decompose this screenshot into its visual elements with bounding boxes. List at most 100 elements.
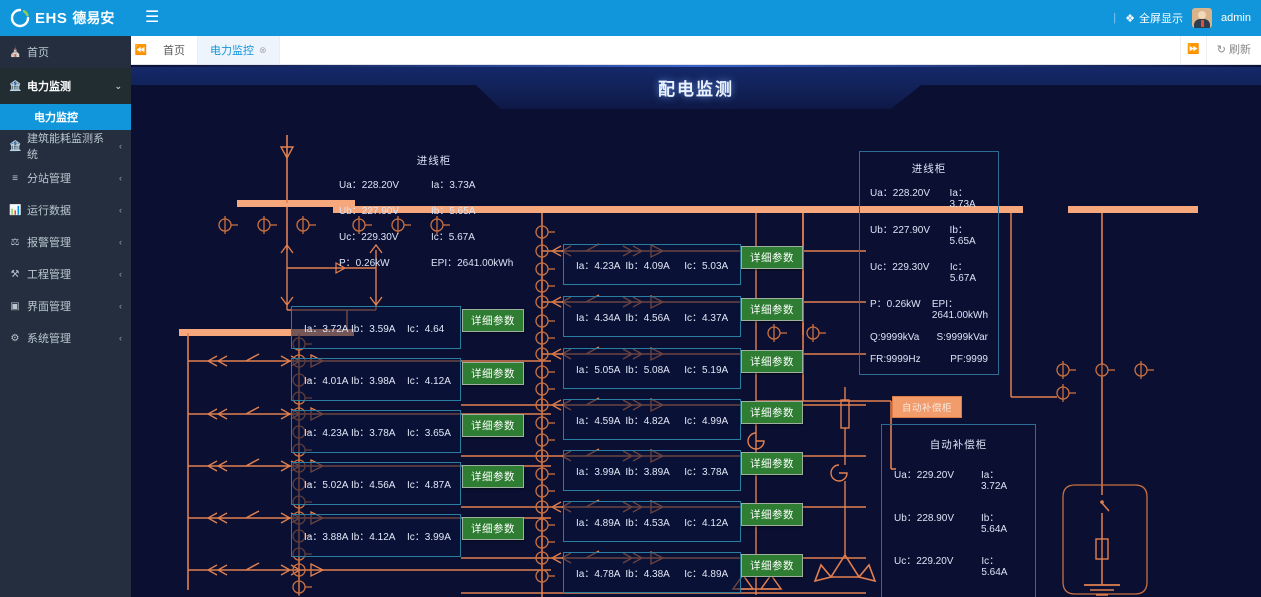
current-ic: Ic：4.12A: [406, 376, 451, 387]
current-ib: Ib：3.98A: [350, 376, 396, 387]
feeder-box-left-3: Ia：4.23A Ib：3.78A Ic：3.65A: [291, 410, 461, 453]
panel-cell: P：0.26kW: [339, 258, 390, 269]
current-ib: Ib：4.53A: [625, 518, 670, 529]
tab-label: 电力监控: [210, 45, 254, 57]
detail-button-mid-3[interactable]: 详细参数: [741, 350, 803, 373]
panel-cell: Q:9999kVa: [870, 332, 920, 343]
banner-topline: [131, 65, 1261, 67]
refresh-icon: ↻: [1216, 44, 1226, 56]
panel-cell: Ib：5.65A: [949, 225, 976, 247]
current-ia: Ia：3.99A: [576, 467, 621, 478]
hamburger-icon[interactable]: ☰: [145, 9, 160, 26]
detail-button-mid-4[interactable]: 详细参数: [741, 401, 803, 424]
busbar-left-upper: [237, 200, 355, 207]
current-ib: Ib：4.12A: [350, 532, 396, 543]
detail-button-mid-6[interactable]: 详细参数: [741, 503, 803, 526]
wrench-icon: ⚒: [10, 268, 20, 280]
feeder-box-mid-2: Ia：4.34A Ib：4.56A Ic：4.37A: [563, 296, 741, 337]
current-ic: Ic：4.89A: [684, 569, 729, 580]
detail-button-mid-2[interactable]: 详细参数: [741, 298, 803, 321]
sidebar-item-label: 首页: [27, 47, 49, 59]
double-chevron-left-icon[interactable]: ⏪: [134, 44, 148, 56]
current-ic: Ic：3.78A: [684, 467, 729, 478]
sidebar-item-engineering[interactable]: ⚒ 工程管理 ‹: [0, 258, 131, 290]
chevron-left-icon: ‹: [119, 301, 122, 311]
detail-button-left-2[interactable]: 详细参数: [462, 362, 524, 385]
avatar[interactable]: [1192, 8, 1213, 28]
detail-button-mid-7[interactable]: 详细参数: [741, 554, 803, 577]
top-right-area: | ❖ 全屏显示 admin: [1113, 8, 1261, 28]
chevron-left-icon: ‹: [119, 333, 122, 343]
tab-bar-right: ⏩ ↻ 刷新: [1179, 36, 1261, 64]
panel-cell: Ic：5.67A: [431, 232, 475, 243]
current-ib: Ib：4.09A: [625, 261, 670, 272]
detail-button-left-1[interactable]: 详细参数: [462, 309, 524, 332]
current-ic: Ic：5.03A: [684, 261, 729, 272]
close-icon[interactable]: ⊗: [259, 44, 267, 55]
middle-disconnectors: [535, 222, 556, 586]
detail-button-left-3[interactable]: 详细参数: [462, 414, 524, 437]
tab-home[interactable]: 首页: [151, 36, 198, 64]
current-ib: Ib：4.82A: [625, 416, 670, 427]
current-ib: Ib：5.08A: [625, 365, 670, 376]
fullscreen-button[interactable]: ❖ 全屏显示: [1125, 10, 1183, 26]
sidebar-item-alarm[interactable]: ⚖ 报警管理 ‹: [0, 226, 131, 258]
current-ia: Ia：4.59A: [576, 416, 621, 427]
sidebar-item-runtime-data[interactable]: 📊 运行数据 ‹: [0, 194, 131, 226]
panel-row: P：0.26kW EPI：2641.00kWh: [870, 295, 988, 321]
panel-title: 自动补偿柜: [929, 439, 988, 451]
refresh-button[interactable]: ↻ 刷新: [1205, 36, 1261, 64]
tab-power-control[interactable]: 电力监控 ⊗: [198, 36, 280, 64]
detail-button-left-5[interactable]: 详细参数: [462, 517, 524, 540]
user-name[interactable]: admin: [1221, 12, 1251, 24]
refresh-label: 刷新: [1229, 44, 1251, 56]
current-ia: Ia：4.01A: [304, 376, 349, 387]
current-ic: Ic：4.87A: [406, 480, 451, 491]
window-icon: ▣: [10, 300, 20, 312]
sidebar-item-home[interactable]: ⛪ 首页: [0, 36, 131, 68]
chart-icon: 📊: [9, 204, 22, 216]
brand-logo[interactable]: EHS 德易安: [0, 0, 131, 36]
feeder-box-left-4: Ia：5.02A Ib：4.56A Ic：4.87A: [291, 462, 461, 505]
sidebar-item-ui-management[interactable]: ▣ 界面管理 ‹: [0, 290, 131, 322]
sidebar-item-power-control[interactable]: 电力监控: [0, 104, 131, 130]
current-ia: Ia：4.34A: [576, 313, 621, 324]
sidebar-item-system[interactable]: ⚙ 系统管理 ‹: [0, 322, 131, 354]
feeder-box-mid-3: Ia：5.05A Ib：5.08A Ic：5.19A: [563, 348, 741, 389]
double-chevron-right-icon[interactable]: ⏩: [1179, 36, 1206, 64]
compensation-cabinet-button[interactable]: 自动补偿柜: [892, 396, 963, 418]
panel-cell: Ia：3.73A: [431, 180, 476, 191]
feeder-box-left-1: Ia：3.72A Ib：3.59A Ic：4.64: [291, 306, 461, 349]
detail-button-mid-1[interactable]: 详细参数: [741, 246, 803, 269]
current-ia: Ia：3.88A: [304, 532, 349, 543]
current-ib: Ib：4.56A: [625, 313, 670, 324]
fullscreen-icon: ❖: [1125, 12, 1136, 25]
current-ia: Ia：3.72A: [304, 324, 349, 335]
panel-cell: EPI：2641.00kWh: [931, 299, 989, 321]
top-separator: |: [1113, 12, 1117, 24]
avatar-head: [1198, 11, 1207, 19]
panel-cell: Ub：227.90V: [870, 225, 931, 236]
sidebar-item-building-energy[interactable]: 🏦 建筑能耗监测系统 ‹: [0, 130, 131, 162]
current-ia: Ia：4.23A: [576, 261, 621, 272]
diagram-stage: 配电监测: [131, 65, 1261, 597]
detail-button-left-4[interactable]: 详细参数: [462, 465, 524, 488]
current-ib: Ib：3.59A: [350, 324, 396, 335]
page-banner: 配电监测: [131, 65, 1261, 113]
sidebar-item-substation[interactable]: ≡ 分站管理 ‹: [0, 162, 131, 194]
current-ia: Ia：5.02A: [304, 480, 349, 491]
panel-cell: Ua：228.20V: [870, 188, 931, 199]
chevron-left-icon: ‹: [119, 237, 122, 247]
detail-button-mid-5[interactable]: 详细参数: [741, 452, 803, 475]
sidebar-item-power-monitoring[interactable]: 🏦 电力监测 ⌄: [0, 68, 131, 104]
bank-icon: 🏦: [9, 140, 22, 152]
panel-cell: P：0.26kW: [870, 299, 921, 310]
brand-text-cn: 德易安: [72, 10, 115, 26]
